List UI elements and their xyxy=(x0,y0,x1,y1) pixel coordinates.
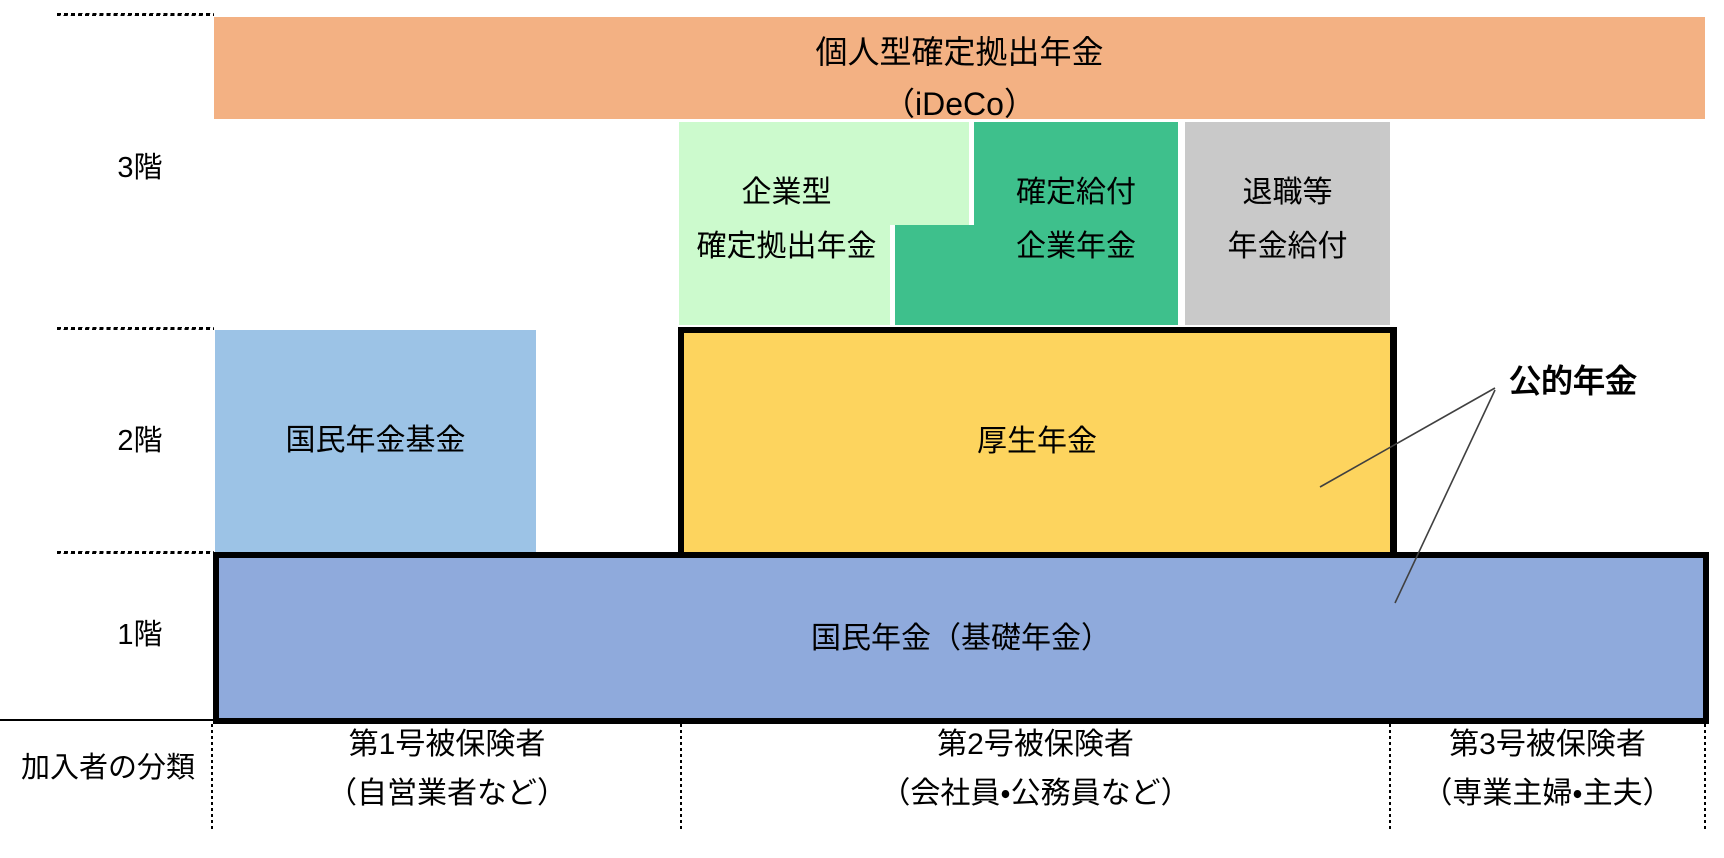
defined-benefit-label-line1: 確定給付 xyxy=(1016,176,1136,209)
basic-pension-box: 国民年金（基礎年金） xyxy=(213,552,1709,724)
insured-col1-line1: 第1号被保険者 xyxy=(348,728,546,761)
floor3-label: 3階 xyxy=(117,152,163,184)
table-divider-3 xyxy=(1389,724,1391,831)
defined-benefit-box-lower xyxy=(895,225,1178,325)
corporate-dc-label-line1: 企業型 xyxy=(741,176,832,209)
defined-benefit-box-upper xyxy=(974,122,1178,225)
floor1-label: 1階 xyxy=(117,619,163,651)
national-pension-fund-label: 国民年金基金 xyxy=(285,424,466,457)
table-divider-4 xyxy=(1704,724,1706,831)
ideco-bar-subtitle: （iDeCo） xyxy=(883,86,1036,122)
corporate-dc-box-lower xyxy=(679,225,890,325)
table-top-line xyxy=(0,719,215,721)
insured-col3-line2: （専業主婦・主夫） xyxy=(1422,777,1673,810)
insured-col1-line2: （自営業者など） xyxy=(327,777,567,810)
floor1-top-dash-line xyxy=(57,551,214,554)
floor2-top-dash-line xyxy=(57,327,214,330)
corporate-dc-label-line2: 確定拠出年金 xyxy=(696,230,877,263)
retirement-benefit-box: 退職等 年金給付 xyxy=(1185,122,1390,325)
ideco-bar: 個人型確定拠出年金 （iDeCo） xyxy=(214,17,1705,122)
ideco-bar-title: 個人型確定拠出年金 xyxy=(815,34,1104,70)
table-divider-2 xyxy=(680,724,682,831)
insured-col2-line2: （会社員・公務員など） xyxy=(880,777,1191,810)
table-row-header: 加入者の分類 xyxy=(20,752,195,784)
employees-pension-label: 厚生年金 xyxy=(977,425,1097,458)
insured-col3-line1: 第3号被保険者 xyxy=(1449,728,1646,761)
public-pension-label: 公的年金 xyxy=(1508,363,1637,399)
floor2-label: 2階 xyxy=(117,425,163,457)
table-divider-1 xyxy=(211,724,213,831)
retirement-benefit-label-line2: 年金給付 xyxy=(1227,230,1348,263)
retirement-benefit-label-line1: 退職等 xyxy=(1242,176,1333,209)
insured-col2-line1: 第2号被保険者 xyxy=(937,728,1134,761)
corporate-dc-box-upper xyxy=(679,122,969,225)
floor3-top-dash-line xyxy=(57,13,214,16)
national-pension-fund-box: 国民年金基金 xyxy=(215,330,536,552)
basic-pension-label: 国民年金（基礎年金） xyxy=(811,622,1111,655)
defined-benefit-label-line2: 企業年金 xyxy=(1016,230,1136,263)
employees-pension-box: 厚生年金 xyxy=(678,327,1397,552)
